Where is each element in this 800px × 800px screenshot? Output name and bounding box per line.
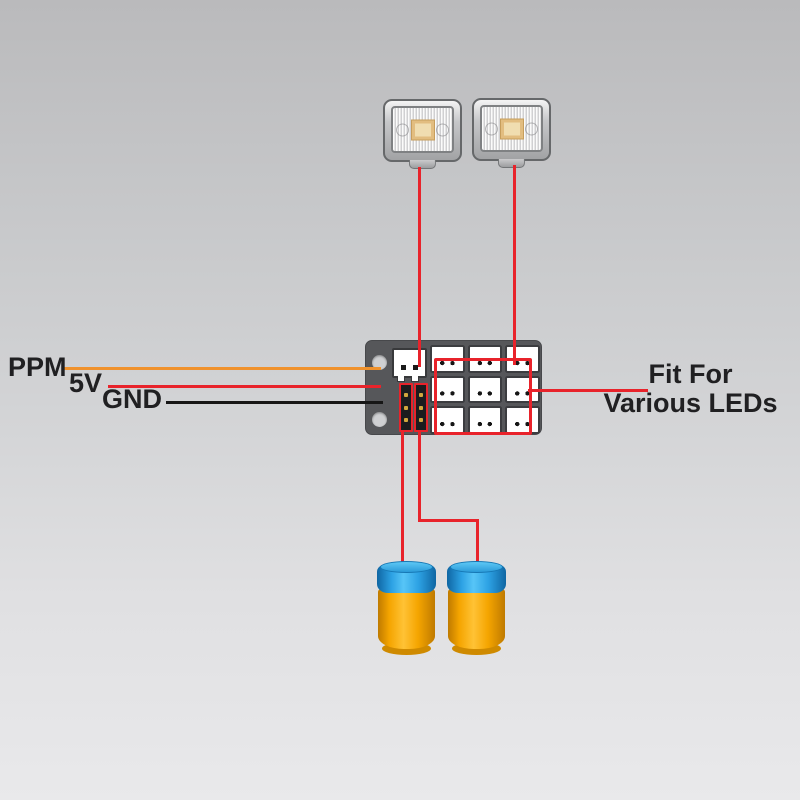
pin-header-left [399, 383, 413, 432]
input-connector [392, 348, 427, 382]
lens-screw-right [525, 122, 538, 135]
label-gnd: GND [102, 384, 162, 414]
lens-screw-right [436, 123, 449, 136]
wire-5v [108, 385, 381, 388]
wire-led-left [418, 167, 421, 367]
header-pin [404, 405, 408, 410]
wire-beacon-right-h [418, 519, 479, 522]
controller-board [365, 340, 542, 435]
header-pin [419, 405, 423, 410]
mounting-hole-top [372, 355, 387, 370]
led-lens [391, 106, 454, 153]
connector-latch [411, 376, 419, 382]
callout-text: Fit For Various LEDs [598, 360, 783, 418]
led-chip-core [503, 122, 520, 135]
led-mount-tab [497, 159, 525, 168]
led-chip [499, 118, 524, 139]
output-port [467, 375, 503, 404]
connector-pin [401, 365, 406, 370]
wire-led-right [513, 165, 516, 365]
wire-beacon-left [401, 430, 404, 567]
beacon-left [377, 561, 436, 656]
header-pin [404, 393, 408, 398]
led-lens [480, 105, 543, 152]
led-chip [410, 119, 435, 140]
pin-header-right [414, 383, 428, 432]
beacon-cap-top [380, 561, 433, 573]
highlight-rect [434, 358, 532, 435]
wire-beacon-right-v1 [418, 430, 421, 522]
wire-beacon-right-v2 [476, 519, 479, 568]
header-pin [419, 417, 423, 422]
beacon-right [447, 561, 506, 656]
connector-latch [397, 376, 405, 382]
led-mount-tab [408, 160, 436, 169]
callout-line1: Fit For [648, 359, 733, 389]
header-pin [404, 417, 408, 422]
beacon-cap-top [450, 561, 503, 573]
label-ppm: PPM [8, 352, 67, 382]
label-5v: 5V [69, 368, 103, 398]
led-pod-right [472, 98, 551, 168]
beacon-body [448, 589, 505, 649]
beacon-body [378, 589, 435, 649]
lens-screw-left [485, 122, 498, 135]
led-chip-core [414, 123, 431, 136]
callout-line2: Various LEDs [603, 388, 778, 418]
lens-screw-left [396, 123, 409, 136]
wire-ppm [64, 367, 381, 370]
output-port [430, 375, 465, 404]
mounting-hole-bottom [372, 412, 387, 427]
callout-line [528, 389, 648, 392]
wire-gnd [166, 401, 383, 404]
header-pin [419, 393, 423, 398]
connector-pin [413, 365, 418, 370]
led-pod-left [383, 99, 462, 169]
